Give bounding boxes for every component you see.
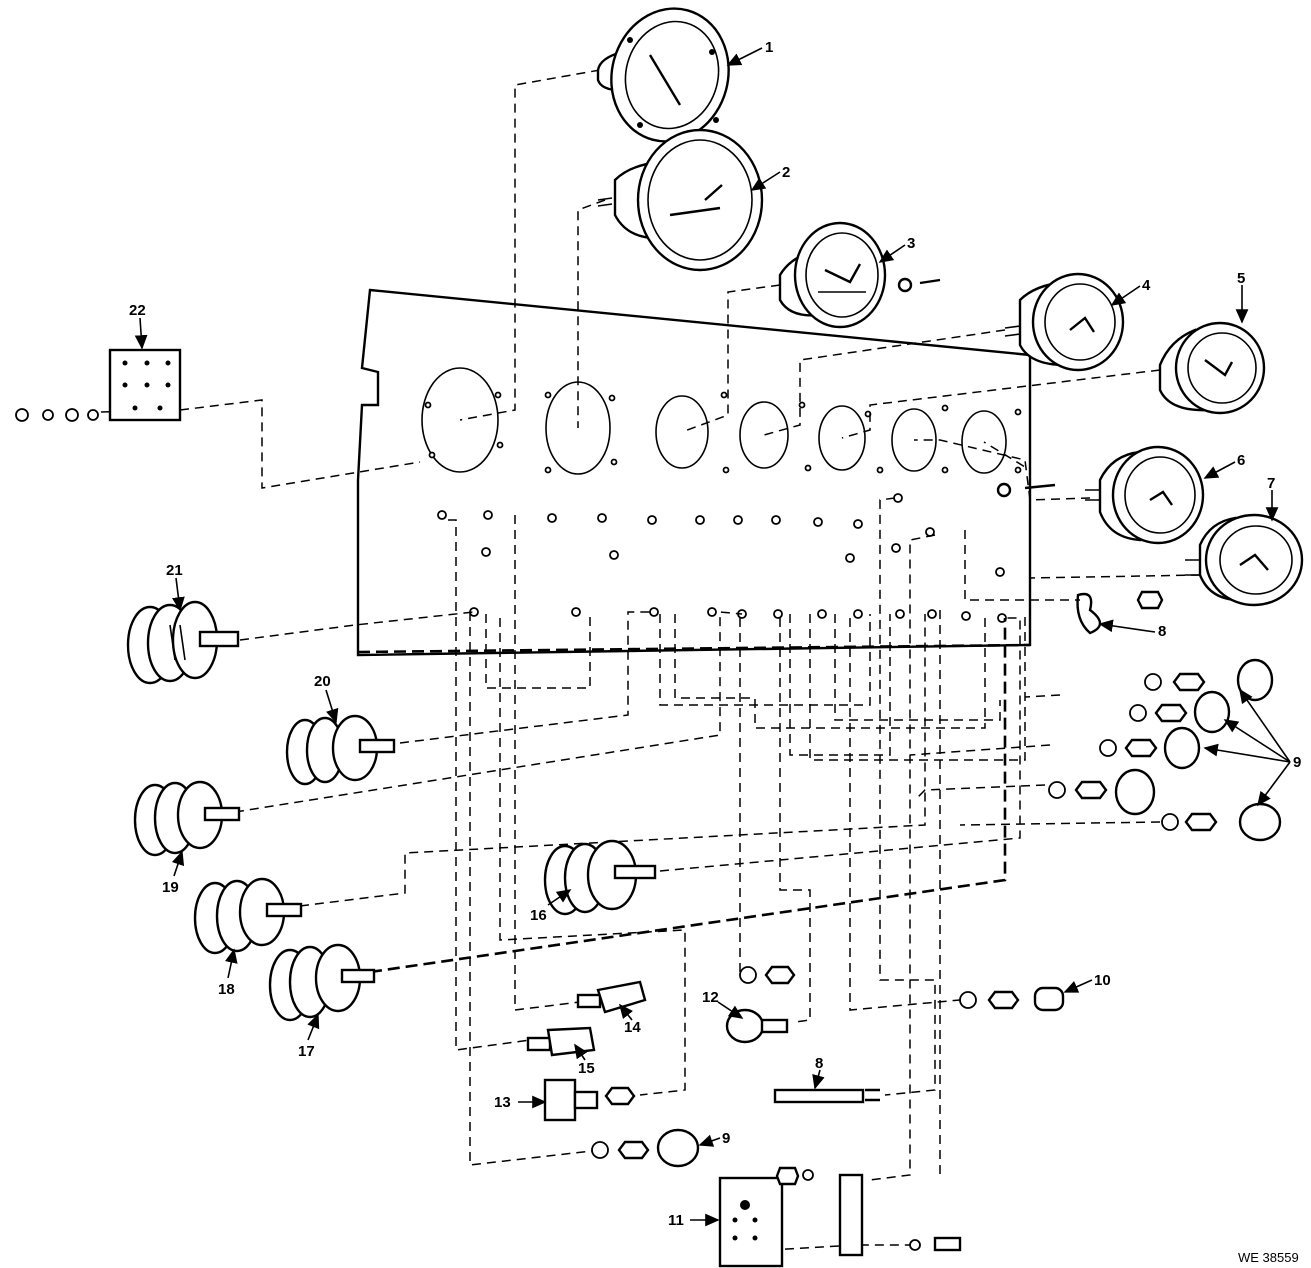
rotary-switch-17 [268, 943, 376, 1022]
instrument-panel [356, 288, 1032, 657]
panel-gauge-cutouts [421, 367, 1007, 475]
rotary-switch-18 [193, 877, 303, 955]
gauge-5 [1158, 321, 1266, 415]
callout-2: 2 [782, 164, 790, 181]
callout-9-lower: 9 [722, 1130, 730, 1147]
callout-17: 17 [298, 1043, 315, 1060]
callout-18: 18 [218, 981, 235, 998]
terminal-board-11 [718, 1166, 962, 1268]
rotary-switch-21 [126, 600, 240, 685]
callout-14: 14 [624, 1019, 641, 1036]
callout-1: 1 [765, 39, 773, 56]
callout-21: 21 [166, 562, 183, 579]
callout-8-upper: 8 [1158, 623, 1166, 640]
callout-4: 4 [1142, 277, 1151, 294]
callout-5: 5 [1237, 270, 1245, 287]
rotary-switch-20 [285, 714, 396, 786]
gauge-7 [1185, 513, 1304, 607]
callout-22: 22 [129, 302, 146, 319]
potentiometer-12 [725, 965, 796, 1044]
callout-8-lower: 8 [815, 1055, 823, 1072]
toggle-switch-13 [543, 1078, 636, 1122]
knob-9-lower [591, 1128, 700, 1168]
indicator-light-10 [959, 986, 1065, 1012]
callout-3: 3 [907, 235, 915, 252]
rotary-switch-16 [543, 839, 657, 916]
rotary-switch-19 [133, 780, 241, 857]
callout-10: 10 [1094, 972, 1111, 989]
callout-9-right: 9 [1293, 754, 1301, 771]
terminal-board-22 [15, 348, 182, 422]
knob-group-9 [1048, 658, 1282, 842]
callout-19: 19 [162, 879, 179, 896]
jack-15 [526, 1026, 596, 1057]
gauge-3 [778, 221, 941, 329]
callout-6: 6 [1237, 452, 1245, 469]
callout-labels: 1 2 3 4 5 6 7 8 8 9 9 10 11 12 13 14 15 … [129, 39, 1301, 1265]
gauge-6 [996, 445, 1205, 545]
jack-14 [576, 980, 647, 1014]
callout-15: 15 [578, 1060, 595, 1077]
panel-switch-holes [437, 493, 1007, 623]
figure-reference: WE 38559 [1238, 1250, 1299, 1265]
callout-leaders [134, 47, 1291, 1227]
callout-12: 12 [702, 989, 719, 1006]
assembly-center-lines [99, 69, 1201, 1251]
panel-mounting-holes [424, 391, 1022, 474]
callout-20: 20 [314, 673, 331, 690]
callout-7: 7 [1267, 475, 1275, 492]
gauge-2 [597, 128, 764, 272]
callout-13: 13 [494, 1094, 511, 1111]
callout-16: 16 [530, 907, 547, 924]
strap-8-lower [773, 1088, 880, 1104]
callout-11: 11 [668, 1212, 684, 1229]
gauge-1 [596, 7, 730, 143]
gauge-4 [1004, 272, 1125, 372]
